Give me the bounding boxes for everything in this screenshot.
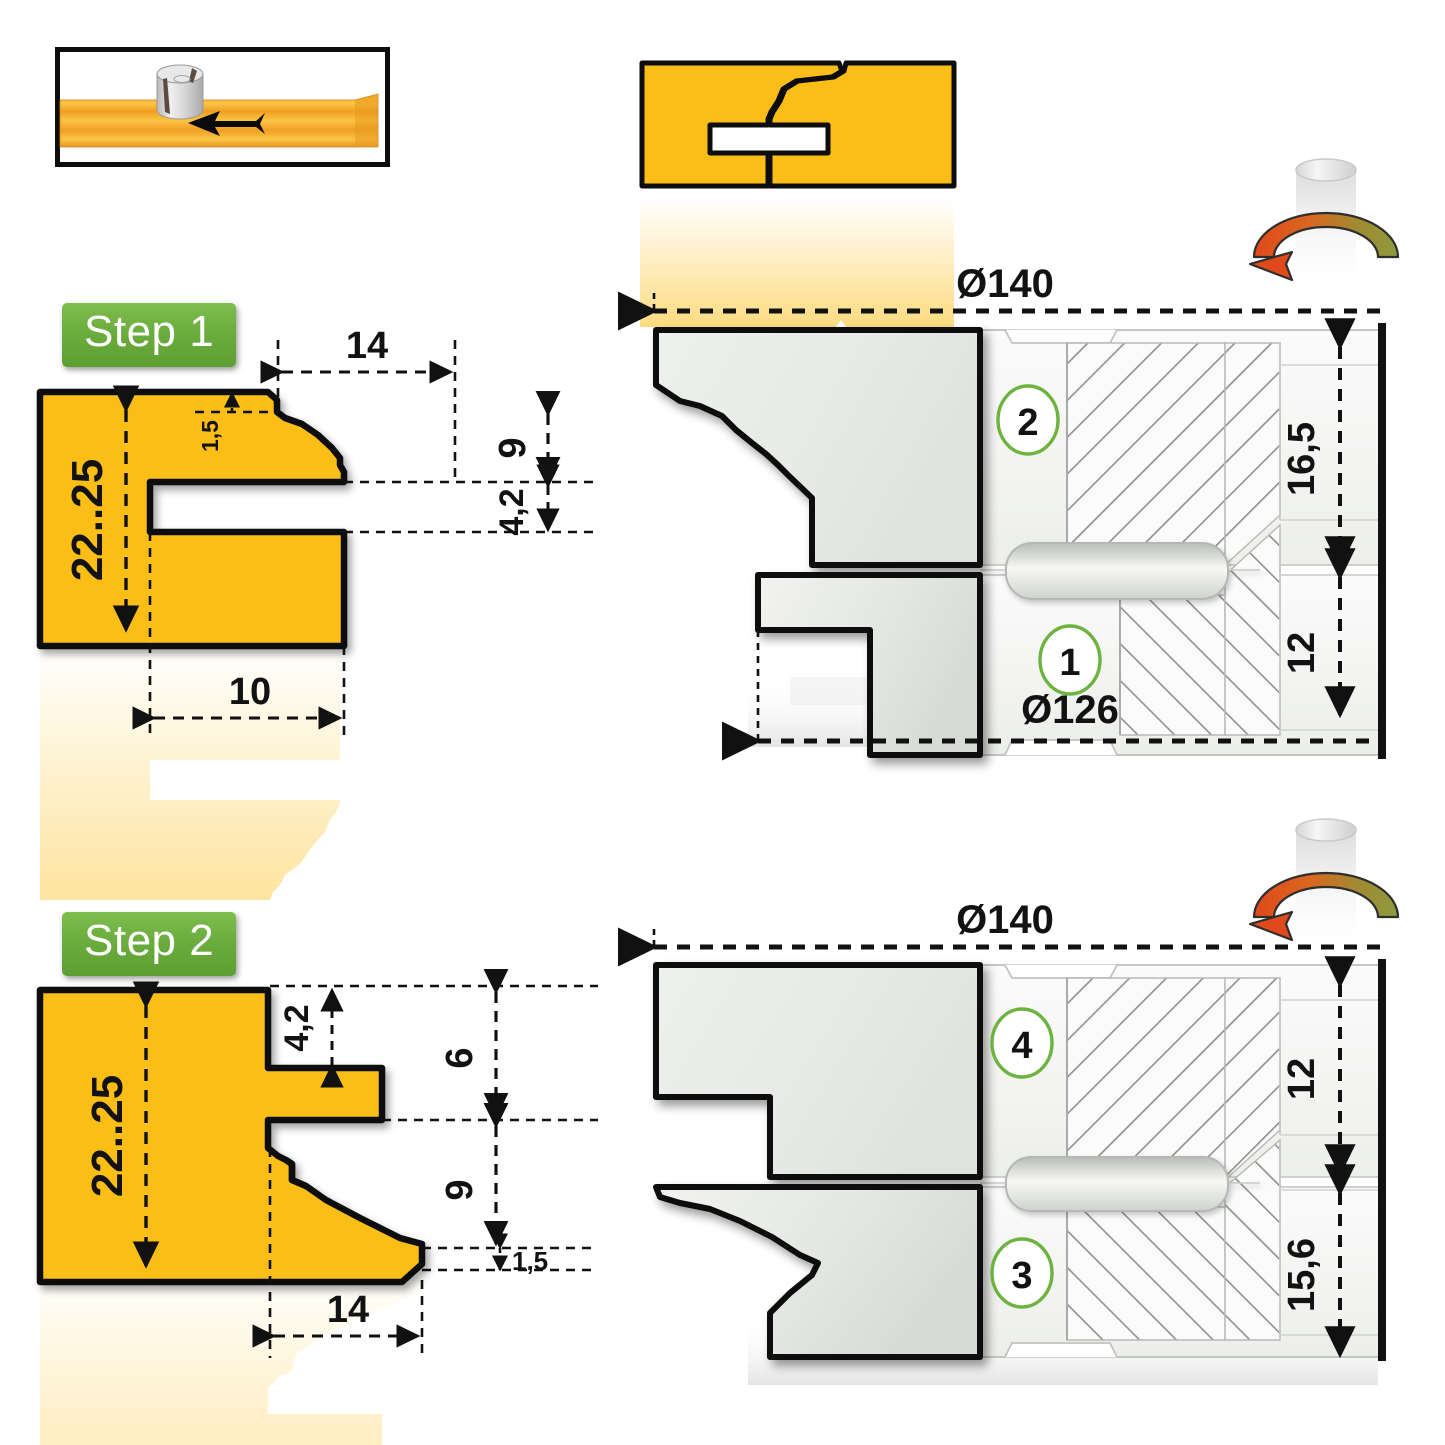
dim-12-label: 12 xyxy=(1281,1058,1323,1100)
cutter-bore-slot xyxy=(980,1156,1260,1212)
feed-direction-arrow xyxy=(188,111,265,136)
step1-workpiece-profile: 14 22..25 1,5 9 4,2 10 xyxy=(30,300,600,900)
dim-9: 9 xyxy=(492,390,561,483)
dim-14-label: 14 xyxy=(346,325,388,367)
dim-4-2: 4,2 xyxy=(493,464,560,536)
feed-direction-diagram xyxy=(55,47,390,167)
cutter-upper-body xyxy=(979,329,1381,576)
dim-1-5-label: 1,5 xyxy=(512,1246,548,1276)
workpiece-reflection xyxy=(40,646,340,900)
dim-diameter-140: Ø140 xyxy=(618,262,1382,331)
dim-15-6: 15,6 xyxy=(1281,1164,1356,1359)
callout-1-label: 1 xyxy=(1059,642,1080,684)
step2-rotation-indicator xyxy=(1248,812,1438,962)
spindle-cutter xyxy=(156,64,204,120)
cutter-upper-body xyxy=(979,964,1381,1188)
dim-22-25: 22..25 xyxy=(63,385,140,633)
step1-badge: Step 1 xyxy=(62,303,237,368)
cutter-upper-knife xyxy=(653,962,983,1180)
dim-4-2: 4,2 xyxy=(278,987,344,1088)
dim-diameter-140: Ø140 xyxy=(618,898,1382,967)
cutter-lower-knife xyxy=(653,1184,983,1360)
dim-6: 6 xyxy=(439,968,509,1119)
dim-12: 12 xyxy=(1281,548,1356,719)
dim-140-label: Ø140 xyxy=(956,262,1054,306)
dim-14-label: 14 xyxy=(327,1289,369,1331)
dim-9-label: 9 xyxy=(439,1179,481,1200)
step2-badge: Step 2 xyxy=(62,912,237,977)
rotation-arrow-icon xyxy=(1248,211,1400,282)
dim-1-5: 1,5 xyxy=(491,1233,548,1276)
cutter-upper-knife xyxy=(653,327,983,568)
step1-cutter-head: 2 1 Ø140 Ø126 16,5 12 xyxy=(618,262,1430,761)
rotation-arrow-icon xyxy=(1248,871,1400,942)
callout-1: 1 xyxy=(1038,624,1102,696)
workpiece-reflection xyxy=(40,1268,426,1445)
wood-workpiece xyxy=(59,93,379,148)
dim-6-label: 6 xyxy=(439,1047,481,1068)
feed-diagram-svg xyxy=(59,64,379,148)
callout-4-label: 4 xyxy=(1011,1025,1032,1067)
step1-rotation-indicator xyxy=(1248,152,1438,302)
dim-10: 10 xyxy=(132,671,343,730)
dim-16-5: 16,5 xyxy=(1281,318,1356,569)
dim-16-5-label: 16,5 xyxy=(1281,422,1323,496)
dim-diameter-126: Ø126 xyxy=(722,630,1382,761)
callout-2-label: 2 xyxy=(1017,402,1038,444)
dim-14: 14 xyxy=(260,325,454,384)
dim-15-6-label: 15,6 xyxy=(1281,1238,1323,1312)
dim-10-label: 10 xyxy=(229,671,271,713)
dim-1-5: 1,5 xyxy=(197,391,241,452)
dim-1-5-label: 1,5 xyxy=(197,420,223,452)
dim-140-label: Ø140 xyxy=(956,898,1054,942)
callout-3: 3 xyxy=(990,1237,1054,1309)
callout-4: 4 xyxy=(990,1007,1054,1079)
joint-right-member xyxy=(767,60,957,189)
cutter-lower-body xyxy=(979,1138,1381,1358)
step2-workpiece-profile: 22..25 4,2 6 9 1,5 14 xyxy=(30,908,600,1445)
joint-reflection xyxy=(640,199,954,327)
dim-22-25-label: 22..25 xyxy=(83,1075,132,1197)
dim-4-2-label: 4,2 xyxy=(278,1004,316,1051)
dim-9: 9 xyxy=(439,1102,509,1247)
cutter-bore-slot xyxy=(980,542,1260,600)
cutter-lower-body xyxy=(979,523,1381,756)
dim-14: 14 xyxy=(252,1289,421,1348)
callout-3-label: 3 xyxy=(1011,1255,1032,1297)
callout-2: 2 xyxy=(996,384,1060,456)
dim-9-label: 9 xyxy=(492,437,534,458)
dim-126-label: Ø126 xyxy=(1021,688,1119,732)
step2-cutter-head: 4 3 Ø140 12 15,6 xyxy=(618,898,1430,1385)
assembled-joint-profile xyxy=(636,55,966,327)
dim-12-label: 12 xyxy=(1281,632,1323,674)
dim-22-25: 22..25 xyxy=(83,981,160,1269)
witness-lines xyxy=(268,984,598,1358)
dim-4-2-label: 4,2 xyxy=(493,488,531,535)
dim-22-25-label: 22..25 xyxy=(63,459,112,581)
dim-12: 12 xyxy=(1281,956,1356,1177)
